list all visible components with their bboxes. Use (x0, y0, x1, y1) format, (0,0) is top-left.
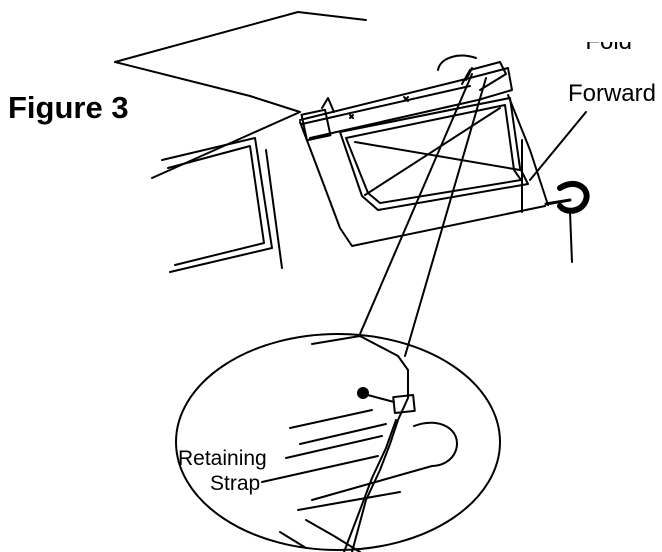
fold-label: Fold (585, 42, 632, 68)
detail-contents (262, 336, 457, 552)
fold-label-text: Fold (585, 42, 632, 55)
strap-label: Strap (210, 472, 261, 495)
detail-callout (176, 334, 500, 550)
retaining-label: Retaining (178, 447, 267, 470)
forward-label: Forward (567, 80, 656, 107)
latch-hook-icon (546, 184, 587, 262)
window-frame (340, 98, 528, 210)
leader-lines (360, 74, 586, 356)
header-bow (300, 56, 512, 141)
roof-panel (115, 12, 366, 112)
figure-title: Figure 3 (8, 90, 129, 125)
side-window (162, 138, 282, 272)
